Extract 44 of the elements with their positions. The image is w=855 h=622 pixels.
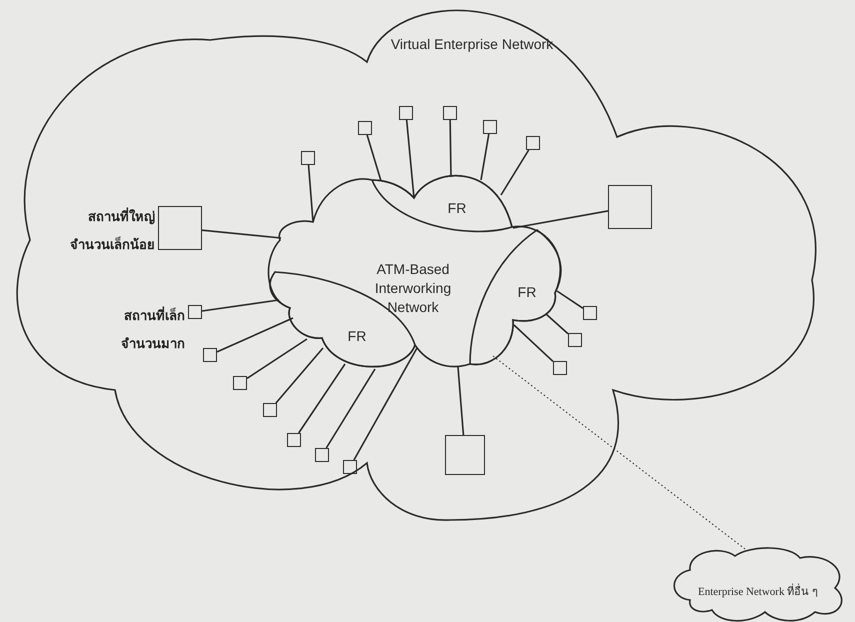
site-box [583,306,597,320]
site-box [358,121,372,135]
site-box [568,333,582,347]
connector-line [449,120,452,178]
site-box [263,403,277,417]
connector-line [545,313,569,334]
site-box [233,376,247,390]
connector-line [556,290,584,309]
connector-line [406,120,415,198]
site-box [608,185,652,229]
connector-line [246,338,308,380]
network-label: FR [446,199,468,218]
site-box [443,106,457,120]
network-label: Enterprise Network ที่อื่น ๆ [698,582,818,602]
site-box [553,361,567,375]
connector-line [202,229,282,239]
connector-line [353,348,418,460]
connector-line [216,317,294,353]
connector-line [512,210,608,229]
site-box [399,106,413,120]
site-box [301,151,315,165]
site-box [203,348,217,362]
network-label: FR [346,327,368,346]
network-label: FR [516,283,538,302]
connector-line [480,134,490,180]
site-box [445,435,485,475]
site-label: สถานที่ใหญ่ จำนวนเล็กน้อย [69,206,155,254]
connector-line [457,366,464,436]
site-box [287,433,301,447]
site-box [343,460,357,474]
connector-line [202,299,280,312]
connector-line [500,150,530,196]
connector-line [308,164,314,222]
connector-line [366,134,382,182]
dotted-line [492,356,746,550]
connector-line [298,364,346,434]
connector-line [275,347,324,404]
network-label: Virtual Enterprise Network [390,35,554,54]
site-box [526,136,540,150]
site-box [483,120,497,134]
connector-line [326,368,376,448]
site-box [315,448,329,462]
network-label: ATM-Based Interworking Network [374,260,452,317]
site-label: สถานที่เล็ก จำนวนมาก [120,306,185,353]
